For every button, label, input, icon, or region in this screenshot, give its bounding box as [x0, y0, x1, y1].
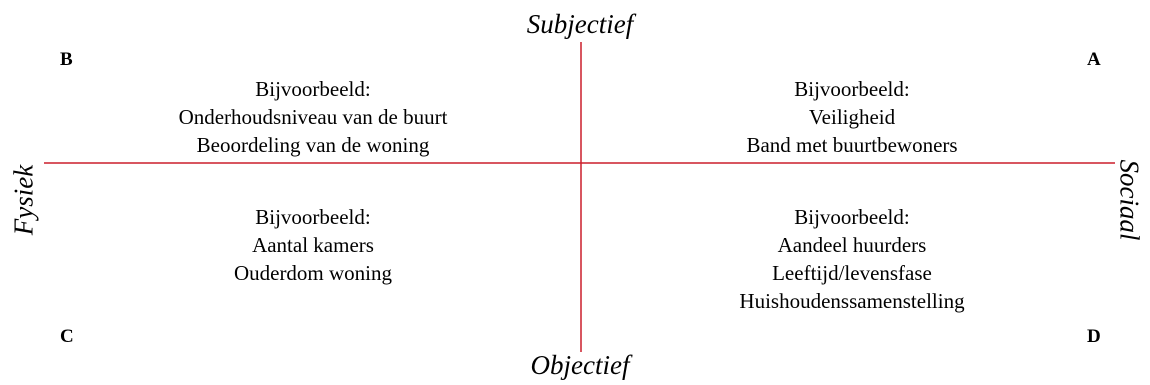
quadrant-b-line: Bijvoorbeeld: — [255, 77, 371, 101]
quadrant-d-line: Bijvoorbeeld: — [794, 205, 910, 229]
quadrant-b-line: Beoordeling van de woning — [196, 133, 430, 157]
axis-label-bottom: Objectief — [530, 350, 630, 380]
quadrant-b-text: Bijvoorbeeld: Onderhoudsniveau van de bu… — [113, 75, 513, 159]
quadrant-c-text: Bijvoorbeeld: Aantal kamers Ouderdom won… — [113, 203, 513, 287]
quadrant-a-line: Bijvoorbeeld: — [794, 77, 910, 101]
quadrant-c-line: Bijvoorbeeld: — [255, 205, 371, 229]
quadrant-a-line: Veiligheid — [808, 105, 896, 129]
quadrant-a-line: Band met buurtbewoners — [746, 133, 958, 157]
quadrant-d-text: Bijvoorbeeld: Aandeel huurders Leeftijd/… — [652, 203, 1052, 315]
quadrant-b-line: Onderhoudsniveau van de buurt — [178, 105, 448, 129]
quadrant-d-line: Aandeel huurders — [777, 233, 927, 257]
quadrant-d-line: Leeftijd/levensfase — [772, 261, 932, 285]
corner-letter-b: B — [60, 49, 73, 70]
quadrant-a-text: Bijvoorbeeld: Veiligheid Band met buurtb… — [652, 75, 1052, 159]
quadrant-d-line: Huishoudenssamenstelling — [739, 289, 965, 313]
corner-letter-d: D — [1087, 326, 1101, 347]
axis-label-top: Subjectief — [526, 9, 634, 39]
axis-label-right: Sociaal — [1114, 159, 1145, 241]
quadrant-c-line: Aantal kamers — [252, 233, 374, 257]
corner-letter-c: C — [60, 326, 74, 347]
axis-label-left: Fysiek — [8, 164, 39, 236]
quadrant-c-line: Ouderdom woning — [233, 261, 393, 285]
corner-letter-a: A — [1087, 49, 1101, 70]
